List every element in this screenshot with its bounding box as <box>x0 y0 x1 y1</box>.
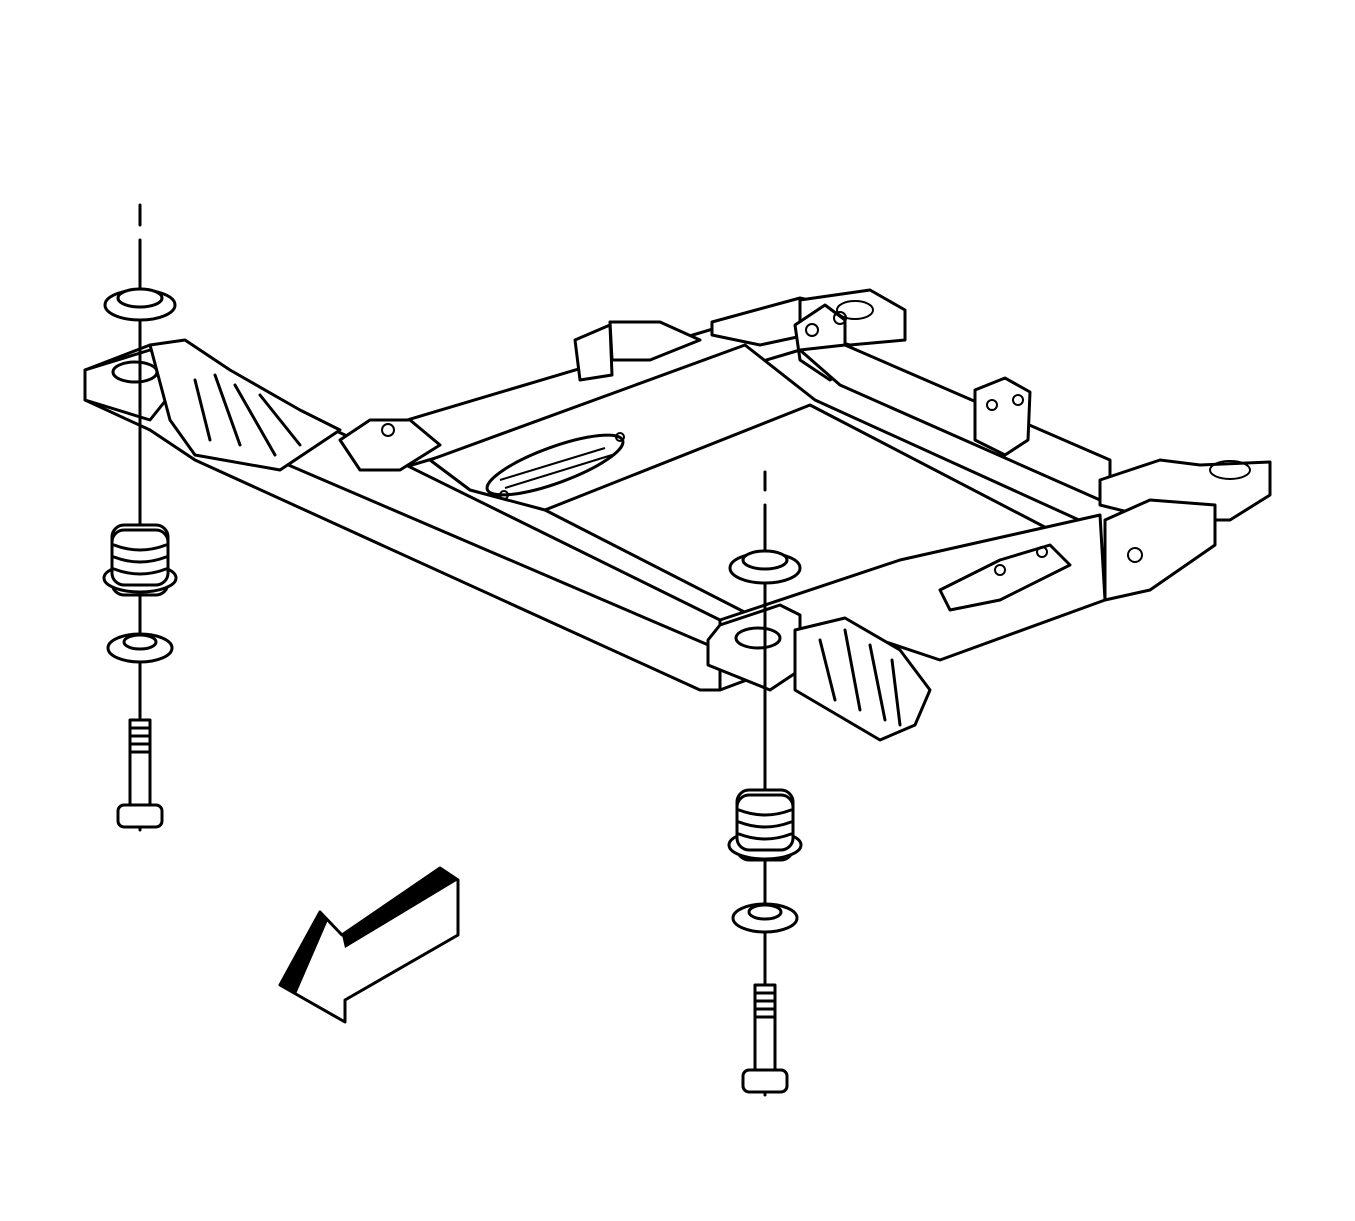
bushing <box>727 788 803 862</box>
frame <box>83 288 1272 742</box>
left-mount-stack <box>102 203 178 832</box>
bolt <box>741 983 789 1094</box>
bolt <box>116 718 164 829</box>
right-mount-stack <box>727 470 803 1097</box>
direction-arrow-icon <box>278 866 460 1024</box>
bushing <box>102 523 178 597</box>
